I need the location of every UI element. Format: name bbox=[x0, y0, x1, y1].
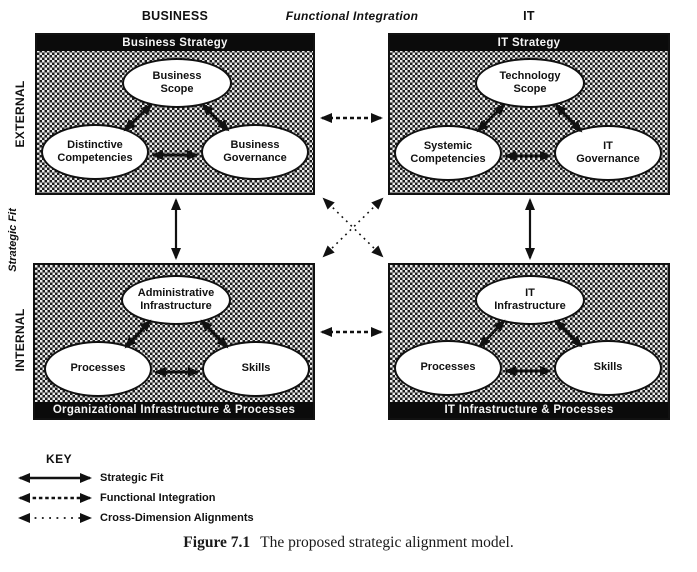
cross-dimension-arrows bbox=[322, 197, 384, 258]
node-it-governance: IT Governance bbox=[554, 125, 662, 181]
key-label-cross-dimension: Cross-Dimension Alignments bbox=[100, 512, 254, 524]
node-distinctive-competencies: Distinctive Competencies bbox=[41, 124, 149, 180]
external-row-label: EXTERNAL bbox=[13, 80, 27, 148]
node-systemic-competencies: Systemic Competencies bbox=[394, 125, 502, 181]
node-it-infrastructure-label: IT Infrastructure bbox=[494, 286, 566, 312]
it-strategy-bar: IT Strategy bbox=[390, 35, 668, 51]
it-infrastructure-bar: IT Infrastructure & Processes bbox=[390, 402, 668, 418]
node-it-processes-label: Processes bbox=[420, 361, 476, 374]
node-business-governance-label: Business Governance bbox=[223, 138, 287, 164]
node-org-skills: Skills bbox=[202, 341, 310, 397]
strategic-fit-arrows bbox=[171, 198, 535, 260]
strategic-fit-side-label: Strategic Fit bbox=[7, 208, 19, 272]
node-administrative-infrastructure-label: Administrative Infrastructure bbox=[137, 286, 215, 312]
internal-row-label: INTERNAL bbox=[13, 308, 27, 372]
functional-integration-label: Functional Integration bbox=[285, 9, 419, 23]
node-it-processes: Processes bbox=[394, 340, 502, 396]
node-it-skills: Skills bbox=[554, 340, 662, 396]
org-infrastructure-bar: Organizational Infrastructure & Processe… bbox=[35, 402, 313, 418]
key-title: KEY bbox=[46, 452, 73, 466]
functional-integration-arrows bbox=[320, 113, 383, 337]
node-technology-scope: Technology Scope bbox=[475, 58, 585, 108]
node-it-governance-label: IT Governance bbox=[576, 139, 640, 165]
node-org-processes-label: Processes bbox=[70, 362, 126, 375]
key-label-strategic-fit: Strategic Fit bbox=[100, 472, 164, 484]
node-administrative-infrastructure: Administrative Infrastructure bbox=[121, 275, 231, 325]
figure-caption: Figure 7.1 The proposed strategic alignme… bbox=[0, 534, 697, 552]
key-label-functional-integration: Functional Integration bbox=[100, 492, 216, 504]
node-org-processes: Processes bbox=[44, 341, 152, 397]
node-business-scope-label: Business Scope bbox=[152, 69, 202, 95]
node-it-skills-label: Skills bbox=[593, 361, 623, 374]
cross-dimension-arrow-trbl bbox=[322, 197, 384, 258]
business-column-label: BUSINESS bbox=[141, 9, 209, 23]
key-sample-arrows bbox=[18, 473, 92, 523]
node-org-skills-label: Skills bbox=[241, 362, 271, 375]
node-technology-scope-label: Technology Scope bbox=[499, 69, 561, 95]
business-strategy-bar: Business Strategy bbox=[37, 35, 313, 51]
node-distinctive-competencies-label: Distinctive Competencies bbox=[57, 138, 133, 164]
it-column-label: IT bbox=[523, 9, 535, 23]
node-systemic-competencies-label: Systemic Competencies bbox=[410, 139, 486, 165]
figure-caption-text: The proposed strategic alignment model. bbox=[260, 534, 514, 551]
node-business-scope: Business Scope bbox=[122, 58, 232, 108]
cross-dimension-arrow-tlbr bbox=[322, 197, 384, 258]
node-business-governance: Business Governance bbox=[201, 124, 309, 180]
figure-number: Figure 7.1 bbox=[183, 534, 251, 551]
node-it-infrastructure: IT Infrastructure bbox=[475, 275, 585, 325]
